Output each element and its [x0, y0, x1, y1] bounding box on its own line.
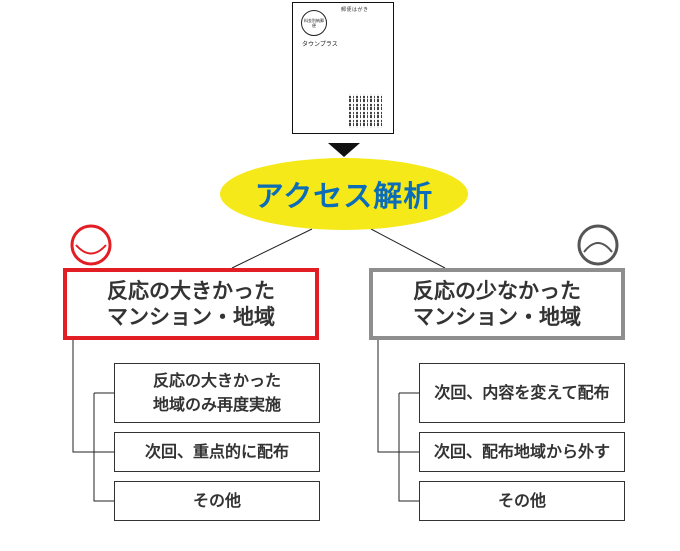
left-tree-lines [72, 340, 114, 502]
action-right-1-label: 次回、内容を変えて配布 [434, 383, 610, 402]
frown-icon [577, 224, 619, 266]
sender-label: タウンプラス [302, 41, 338, 48]
action-right-3-label: その他 [497, 491, 546, 510]
postcard-thumbnail: 郵便はがき 料金別納郵便 タウンプラス [292, 2, 394, 134]
postage-label: 料金別納郵便 [304, 18, 324, 28]
action-box-right-2: 次回、配布地域から外す [419, 432, 625, 472]
action-box-left-3: その他 [114, 481, 320, 521]
connector-to-left [231, 228, 313, 269]
postage-stamp: 料金別納郵便 [301, 10, 327, 36]
down-arrow-icon [328, 143, 360, 157]
action-right-2-label: 次回、配布地域から外す [433, 442, 610, 461]
action-box-left-1: 反応の大きかった 地域のみ再度実施 [114, 363, 320, 423]
smile-icon [70, 224, 112, 266]
qr-code-icon [349, 94, 383, 128]
high-response-title-line2: マンション・地域 [107, 305, 275, 329]
access-analysis-label: アクセス解析 [254, 179, 434, 213]
high-response-box: 反応の大きかった マンション・地域 [63, 268, 319, 340]
high-response-title-line1: 反応の大きかった [107, 279, 275, 303]
action-left-2-label: 次回、重点的に配布 [144, 442, 289, 461]
action-box-left-2: 次回、重点的に配布 [114, 432, 320, 472]
low-response-title-line2: マンション・地域 [413, 305, 581, 329]
low-response-title-line1: 反応の少なかった [413, 279, 581, 303]
postcard-header: 郵便はがき [341, 7, 369, 13]
action-box-right-3: その他 [419, 481, 625, 521]
access-analysis-node: アクセス解析 [220, 158, 468, 230]
action-left-3-label: その他 [192, 491, 241, 510]
action-box-right-1: 次回、内容を変えて配布 [419, 363, 625, 423]
right-tree-lines [377, 340, 419, 502]
low-response-box: 反応の少なかった マンション・地域 [369, 268, 625, 340]
action-left-1-line2: 地域のみ再度実施 [152, 395, 281, 414]
action-left-1-line1: 反応の大きかった [152, 371, 281, 390]
connector-to-right [370, 228, 446, 269]
